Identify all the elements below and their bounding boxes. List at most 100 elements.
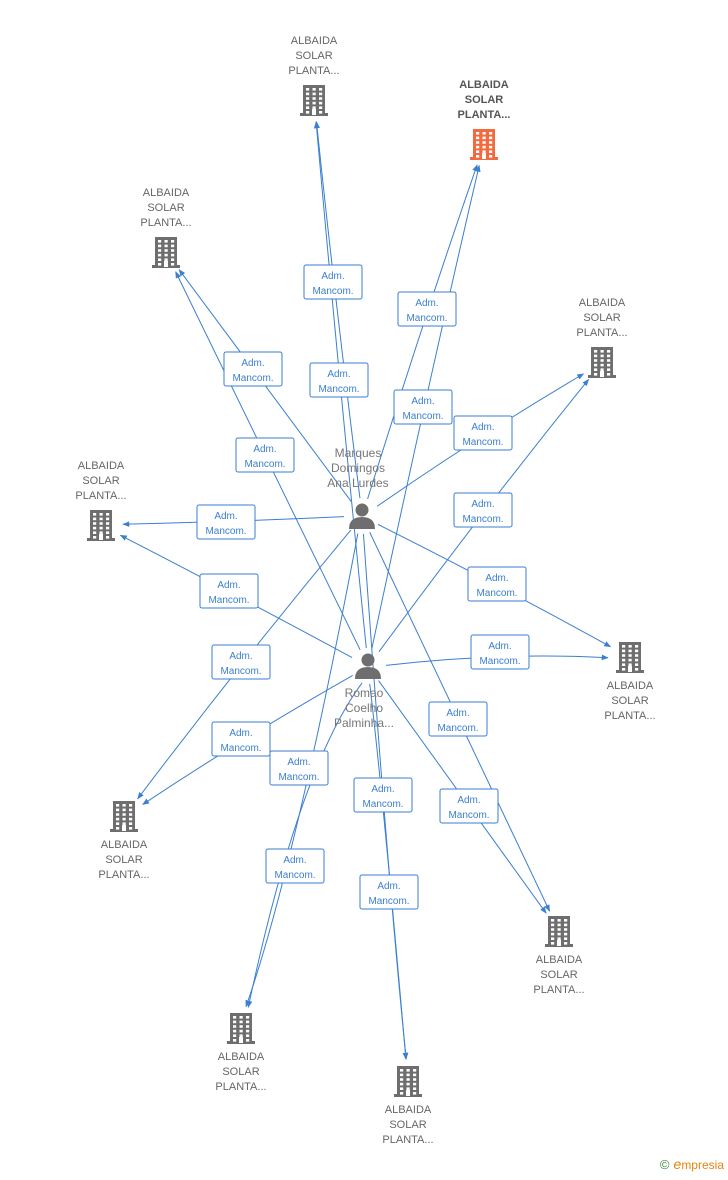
edge-label-box xyxy=(196,504,256,540)
building-window xyxy=(476,136,480,140)
company-label: PLANTA... xyxy=(98,869,149,881)
edge-label-box xyxy=(303,264,363,300)
edge-label-text: Adm. xyxy=(471,499,494,510)
building-window xyxy=(551,932,555,936)
building-door xyxy=(557,940,561,946)
edge-p2-c10 xyxy=(369,683,409,1060)
edge-label[interactable]: Adm.Mancom. xyxy=(211,721,271,757)
edge-label[interactable]: Adm.Mancom. xyxy=(353,777,413,813)
building-window xyxy=(594,368,598,371)
edge-label[interactable]: Adm.Mancom. xyxy=(223,351,283,387)
building-window xyxy=(607,368,611,371)
edge-label[interactable]: Adm.Mancom. xyxy=(235,437,295,473)
building-window xyxy=(116,827,120,830)
building-icon[interactable] xyxy=(616,642,644,673)
company-label: PLANTA... xyxy=(576,327,627,339)
building-window xyxy=(628,663,632,666)
edge-label-box xyxy=(211,721,271,757)
building-window xyxy=(400,1073,404,1077)
building-window xyxy=(600,363,604,367)
edge-label[interactable]: Adm.Mancom. xyxy=(196,504,256,540)
building-window xyxy=(239,1029,243,1033)
building-window xyxy=(122,822,126,825)
building-window xyxy=(557,932,561,936)
edge-label[interactable]: Adm.Mancom. xyxy=(453,415,513,451)
building-window xyxy=(116,804,120,807)
building-window xyxy=(400,1078,404,1081)
building-window xyxy=(400,1082,404,1086)
building-window xyxy=(93,513,97,516)
edge-label-box xyxy=(453,492,513,528)
building-window xyxy=(164,258,168,261)
building-window xyxy=(239,1016,243,1019)
edge-label[interactable]: Adm.Mancom. xyxy=(428,701,488,737)
edge-label[interactable]: Adm.Mancom. xyxy=(467,566,527,602)
building-window xyxy=(246,1039,250,1042)
edge-label-text: Mancom. xyxy=(318,384,359,395)
edge-label-text: Mancom. xyxy=(220,743,261,754)
building-window xyxy=(594,354,598,358)
company-label: ALBAIDA xyxy=(385,1104,432,1116)
edge-label[interactable]: Adm.Mancom. xyxy=(211,644,271,680)
building-window xyxy=(106,513,110,516)
edge-label-text: Mancom. xyxy=(274,870,315,881)
edge-label[interactable]: Adm.Mancom. xyxy=(269,750,329,786)
edge-label-text: Mancom. xyxy=(448,810,489,821)
company-label: PLANTA... xyxy=(604,710,655,722)
edge-label-text: Mancom. xyxy=(462,514,503,525)
edge-label[interactable]: Adm.Mancom. xyxy=(470,634,530,670)
building-window xyxy=(171,240,175,243)
person-body xyxy=(355,667,381,679)
building-window xyxy=(600,368,604,371)
edge-label-text: Adm. xyxy=(253,444,276,455)
edge-label-box xyxy=(470,634,530,670)
edge-label[interactable]: Adm.Mancom. xyxy=(265,848,325,884)
edge-label-box xyxy=(199,573,259,609)
building-window xyxy=(116,808,120,812)
building-window xyxy=(106,531,110,534)
edge-label[interactable]: Adm.Mancom. xyxy=(309,362,369,398)
building-window xyxy=(400,1087,404,1090)
person-icon[interactable] xyxy=(349,503,375,530)
person-head xyxy=(355,503,369,517)
building-window xyxy=(99,531,103,534)
edge-label[interactable]: Adm.Mancom. xyxy=(199,573,259,609)
building-icon[interactable] xyxy=(394,1066,422,1097)
edge-label[interactable]: Adm.Mancom. xyxy=(393,389,453,425)
edge-label-box xyxy=(269,750,329,786)
building-icon[interactable] xyxy=(300,85,328,116)
building-window xyxy=(482,132,486,135)
edge-label-text: Adm. xyxy=(287,757,310,768)
building-window xyxy=(233,1029,237,1033)
building-icon[interactable] xyxy=(545,916,573,947)
edge-label[interactable]: Adm. Mancom. xyxy=(453,492,513,528)
person-label: Romao xyxy=(345,686,384,700)
building-window xyxy=(489,141,493,144)
building-window xyxy=(635,649,639,653)
building-icon[interactable] xyxy=(87,510,115,541)
edge-label[interactable]: Adm.Mancom. xyxy=(359,874,419,910)
building-window xyxy=(594,373,598,376)
edge-label[interactable]: Adm.Mancom. xyxy=(303,264,363,300)
building-window xyxy=(489,145,493,149)
edge-label[interactable]: Adm.Mancom. xyxy=(397,291,457,327)
edge-label-text: Mancom. xyxy=(232,373,273,384)
edge-label-box xyxy=(439,788,499,824)
edge-label-text: Adm. xyxy=(229,651,252,662)
building-window xyxy=(406,1082,410,1086)
building-icon[interactable] xyxy=(588,347,616,378)
edge-label-text: Adm. xyxy=(457,795,480,806)
edge-label[interactable]: Adm. Mancom. xyxy=(439,788,499,824)
edge-label-text: Mancom. xyxy=(208,595,249,606)
person-icon[interactable] xyxy=(355,653,381,680)
building-window xyxy=(158,249,162,252)
building-icon[interactable] xyxy=(470,129,498,160)
edge-label-text: Adm. xyxy=(415,298,438,309)
building-window xyxy=(413,1092,417,1095)
edge-label-box xyxy=(453,415,513,451)
building-icon[interactable] xyxy=(227,1013,255,1044)
building-icon[interactable] xyxy=(152,237,180,268)
building-window xyxy=(476,132,480,135)
building-window xyxy=(246,1025,250,1028)
building-icon[interactable] xyxy=(110,801,138,832)
